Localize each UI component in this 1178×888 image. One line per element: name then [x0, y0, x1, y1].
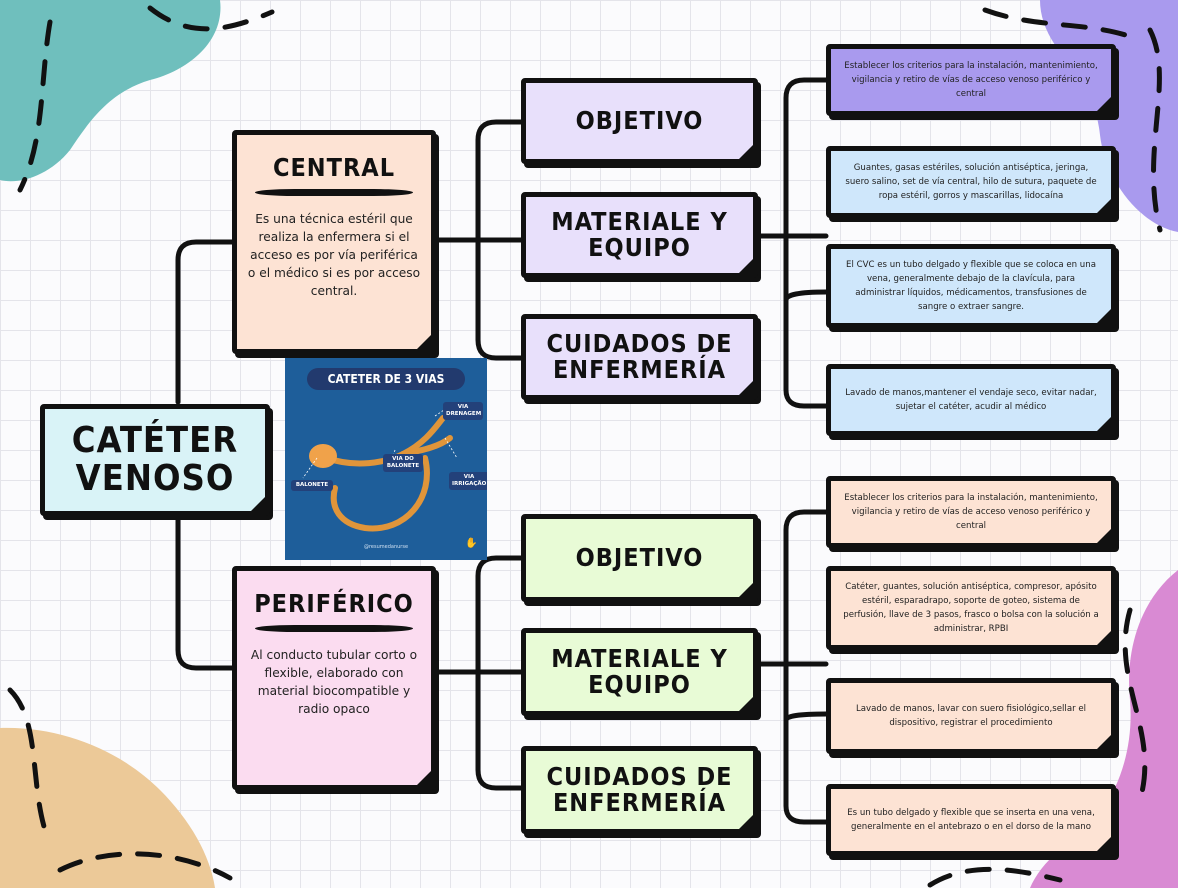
central-materiale-title: MATERIALE Y EQUIPO — [551, 206, 728, 262]
label-balonete: BALONETE — [291, 480, 333, 491]
image-credit: @resumedanurse — [363, 544, 409, 550]
periferico-cuidados-title: CUIDADOS DE ENFERMERÍA — [546, 761, 733, 817]
orchid-blob — [1030, 570, 1178, 888]
hand-icon: ✋ — [465, 538, 478, 549]
dashed-stroke — [982, 7, 1143, 43]
periferico-leaf-cuidados: Lavado de manos, lavar con suero fisioló… — [826, 678, 1116, 754]
central-title: CENTRAL — [272, 153, 396, 182]
connector-line — [433, 119, 524, 361]
central-cuidados-title: CUIDADOS DE ENFERMERÍA — [546, 328, 733, 384]
periferico-materiale-line2: EQUIPO — [588, 670, 691, 699]
periferico-leaf-definicion-text: Es un tubo delgado y flexible que se ins… — [847, 808, 1095, 832]
label-via-drenagem: VIA DRENAGEM — [443, 402, 483, 420]
connector-line — [755, 509, 829, 825]
periferico-cuidados-node: CUIDADOS DE ENFERMERÍA — [521, 746, 758, 834]
central-materiale-line2: EQUIPO — [588, 233, 691, 262]
periferico-materiale-node: MATERIALE Y EQUIPO — [521, 628, 758, 716]
central-leaf-cvc-text: El CVC es un tubo delgado y flexible que… — [846, 260, 1096, 312]
central-leaf-objetivo: Establecer los criterios para la instala… — [826, 44, 1116, 116]
root-node: CATÉTER VENOSO — [40, 404, 270, 516]
periferico-description: Al conducto tubular corto o flexible, el… — [250, 648, 418, 717]
connector-line — [433, 555, 524, 791]
central-cuidados-node: CUIDADOS DE ENFERMERÍA — [521, 314, 758, 400]
periferico-materiale-line1: MATERIALE Y — [551, 643, 728, 673]
periferico-materiale-title: MATERIALE Y EQUIPO — [551, 643, 728, 699]
central-leaf-cuidados-text: Lavado de manos,mantener el vendaje seco… — [845, 388, 1097, 412]
central-leaf-materiales: Guantes, gasas estériles, solución antis… — [826, 146, 1116, 218]
central-objetivo-node: OBJETIVO — [521, 78, 758, 164]
central-leaf-materiales-text: Guantes, gasas estériles, solución antis… — [845, 163, 1097, 201]
dashed-stroke — [147, 5, 275, 32]
central-leaf-cuidados: Lavado de manos,mantener el vendaje seco… — [826, 364, 1116, 436]
root-title-line2: VENOSO — [75, 458, 235, 499]
central-leaf-cvc: El CVC es un tubo delgado y flexible que… — [826, 244, 1116, 328]
periferico-leaf-objetivo: Establecer los criterios para la instala… — [826, 476, 1116, 548]
label-via-irrigacao: VIA IRRIGAÇÃO — [449, 472, 487, 490]
sand-blob — [0, 727, 215, 888]
periferico-cuidados-line1: CUIDADOS DE — [546, 761, 733, 791]
connector-line — [175, 513, 239, 671]
periferico-leaf-materiales: Catéter, guantes, solución antiséptica, … — [826, 566, 1116, 650]
central-description: Es una técnica estéril que realiza la en… — [247, 212, 421, 299]
label-via-balonete: VIA DO BALONETE — [383, 454, 423, 472]
periferico-leaf-definicion: Es un tubo delgado y flexible que se ins… — [826, 784, 1116, 856]
central-cuidados-line2: ENFERMERÍA — [552, 355, 727, 384]
periferico-leaf-cuidados-text: Lavado de manos, lavar con suero fisioló… — [855, 704, 1087, 728]
periferico-title: PERIFÉRICO — [254, 589, 414, 618]
title-underline — [255, 189, 413, 197]
title-underline — [255, 625, 413, 633]
connector-line — [175, 239, 239, 405]
catheter-illustration — [302, 405, 458, 532]
central-cuidados-line1: CUIDADOS DE — [546, 328, 733, 358]
central-objetivo-title: OBJETIVO — [575, 105, 704, 135]
connector-line — [755, 77, 829, 409]
central-leaf-objetivo-text: Establecer los criterios para la instala… — [844, 61, 1098, 99]
periferico-objetivo-title: OBJETIVO — [575, 542, 704, 572]
dashed-stroke — [1147, 27, 1163, 233]
teal-blob — [0, 0, 221, 182]
periferico-leaf-materiales-text: Catéter, guantes, solución antiséptica, … — [843, 582, 1099, 634]
root-title: CATÉTER VENOSO — [72, 422, 238, 498]
central-materiale-line1: MATERIALE Y — [551, 206, 728, 236]
periferico-cuidados-line2: ENFERMERÍA — [552, 788, 727, 817]
periferico-node: PERIFÉRICO Al conducto tubular corto o f… — [232, 566, 436, 790]
periferico-objetivo-node: OBJETIVO — [521, 514, 758, 602]
dashed-stroke — [7, 687, 48, 833]
periferico-leaf-objetivo-text: Establecer los criterios para la instala… — [844, 493, 1098, 531]
root-title-line1: CATÉTER — [71, 420, 239, 462]
dashed-stroke — [927, 866, 1063, 888]
catheter-image: CATETER DE 3 VIAS VIA DRENAGEM VIA DO BA… — [285, 358, 487, 560]
dashed-stroke — [57, 851, 233, 881]
central-node: CENTRAL Es una técnica estéril que reali… — [232, 130, 436, 354]
dashed-stroke — [17, 19, 53, 193]
catheter-image-title: CATETER DE 3 VIAS — [307, 368, 465, 390]
central-materiale-node: MATERIALE Y EQUIPO — [521, 192, 758, 278]
dashed-stroke — [1122, 607, 1148, 803]
